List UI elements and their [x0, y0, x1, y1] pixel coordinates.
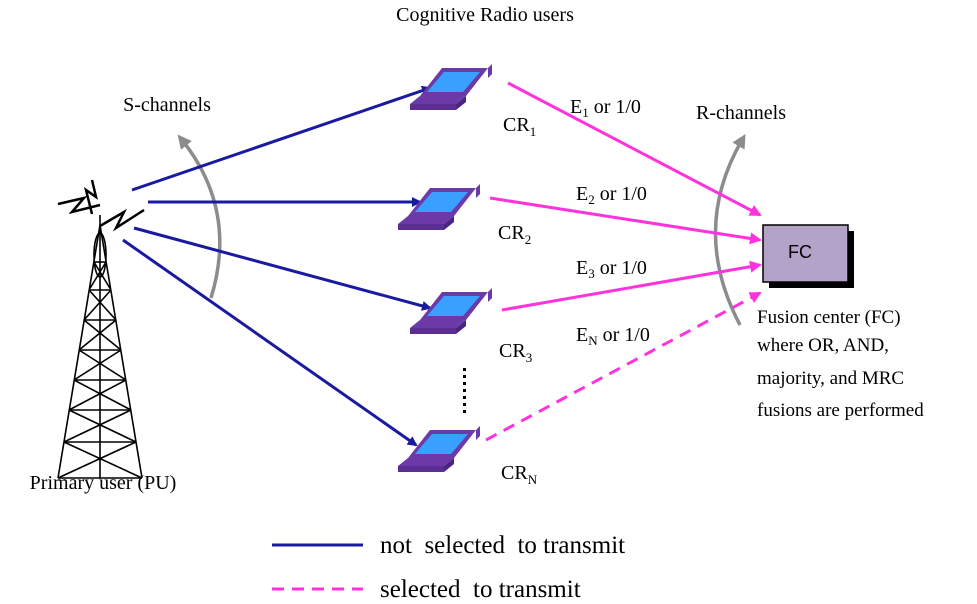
report-link-crn: [485, 291, 762, 442]
report-label-2: E2 or 1/0: [576, 183, 647, 207]
fusion-center-desc-4: fusions are performed: [757, 400, 924, 421]
cr-label-2: CR2: [498, 222, 531, 247]
r-channels-label: R-channels: [696, 102, 786, 124]
fusion-center-label: FC: [788, 242, 812, 262]
sensing-link-crn: [122, 238, 418, 447]
laptop-icon-cr3: [410, 288, 492, 334]
cr-label-n: CRN: [501, 462, 538, 487]
report-label-3: E3 or 1/0: [576, 257, 647, 281]
r-channels-arc: [713, 133, 746, 326]
report-label-n: EN or 1/0: [576, 324, 650, 348]
fusion-center-desc-3: majority, and MRC: [757, 368, 904, 389]
sensing-link-cr1: [131, 85, 432, 192]
legend-solid-label: not selected to transmit: [380, 532, 625, 559]
report-link-cr2: [489, 196, 762, 245]
fusion-center-desc-2: where OR, AND,: [757, 335, 889, 356]
diagram-title: Cognitive Radio users: [396, 4, 574, 26]
sensing-link-cr3: [133, 226, 432, 311]
legend: not selected to transmit selected to tra…: [272, 532, 625, 603]
laptop-icon-cr2: [398, 184, 480, 230]
s-channels-label: S-channels: [123, 94, 211, 116]
report-label-1: E1 or 1/0: [570, 96, 641, 120]
primary-user-tower: [57, 215, 143, 479]
cr-label-3: CR3: [499, 340, 532, 365]
report-link-cr1: [507, 81, 762, 217]
cr-label-1: CR1: [503, 114, 536, 139]
legend-dashed-label: selected to transmit: [380, 576, 581, 603]
s-channels-arc: [177, 134, 222, 299]
radio-signal-icon: [57, 179, 145, 232]
report-link-cr3: [501, 260, 762, 312]
fusion-center-box: FC: [762, 224, 854, 288]
laptop-icon-crn: [398, 426, 480, 472]
ellipsis-dots: [463, 368, 466, 413]
primary-user-label: Primary user (PU): [30, 472, 177, 494]
laptop-icon-cr1: [410, 64, 492, 110]
fusion-center-desc-1: Fusion center (FC): [757, 307, 901, 328]
